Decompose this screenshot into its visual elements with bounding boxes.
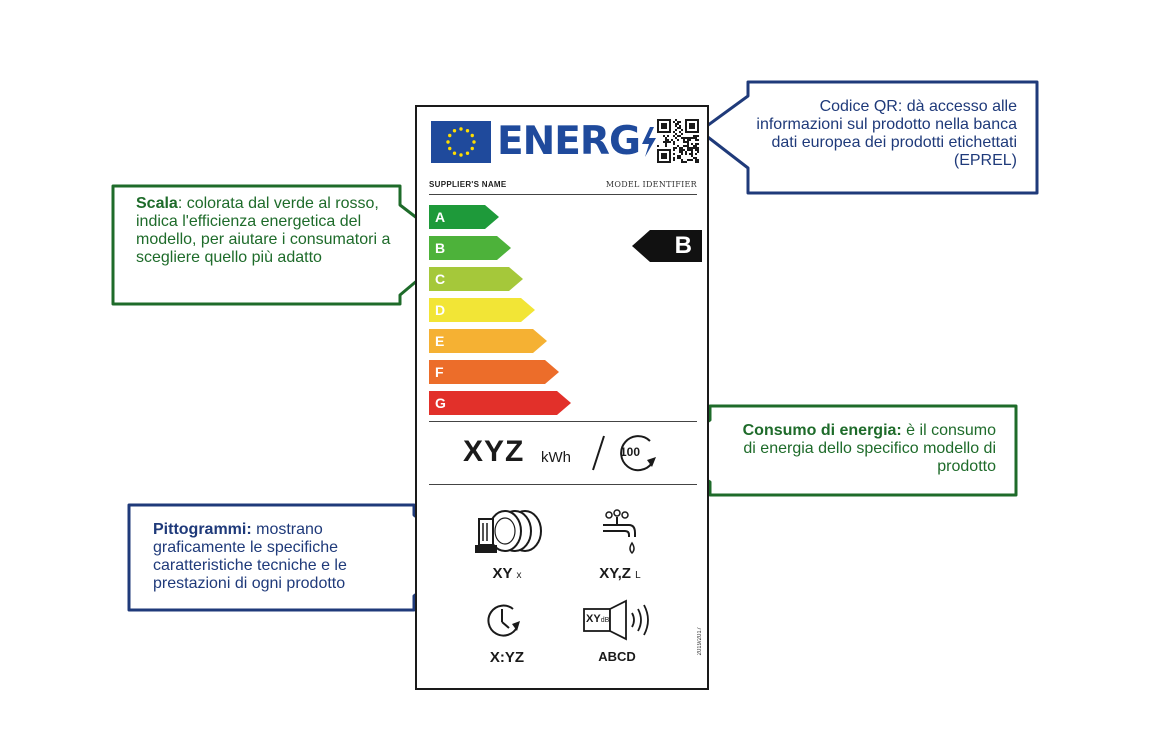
energy-logo: ENERG <box>497 119 658 165</box>
divider <box>429 484 697 485</box>
scale-callout-text: Scala: colorata dal verde al rosso, indi… <box>136 195 398 267</box>
duration-value: X:YZ <box>489 649 525 666</box>
noise-badge: XYdB <box>586 613 609 625</box>
qr-callout-text: Codice QR: dà accesso alle informazioni … <box>755 98 1017 170</box>
pictograms-callout-text: Pittogrammi: mostrano graficamente le sp… <box>153 521 398 593</box>
clock-icon <box>483 599 523 643</box>
scale-bar-b: B <box>429 236 511 260</box>
divider <box>429 194 697 195</box>
noise-badge-unit: dB <box>600 617 610 624</box>
pictograms-callout-body: mostrano graficamente le specifiche cara… <box>153 521 347 592</box>
cycles-value: 100 <box>620 445 641 459</box>
scale-bar-f: F <box>429 360 559 384</box>
dishes-icon <box>469 509 549 559</box>
energy-class-indicator: B <box>632 230 702 262</box>
dishes-value: XY x <box>467 565 547 582</box>
dishes-value-text: XY <box>492 565 513 582</box>
water-tap-icon <box>595 507 645 557</box>
speaker-noise-icon: XYdB <box>582 599 652 643</box>
slash-icon <box>592 435 605 471</box>
noise-class-value: ABCD <box>598 649 636 664</box>
water-value: XY,Z L <box>580 565 660 582</box>
scale-bar-d: D <box>429 298 535 322</box>
scale-bar-g: G <box>429 391 571 415</box>
regulation-code: 2019/2017 <box>697 627 703 656</box>
water-unit: L <box>635 570 641 581</box>
energy-callout-bold: Consumo di energia: <box>742 422 902 439</box>
energy-label: ENERG SUPPLIER'S NAME MODEL IDENTIFIER A… <box>415 105 709 690</box>
qr-callout-box <box>698 80 1039 195</box>
qr-callout-body: Codice QR: dà accesso alle informazioni … <box>756 98 1017 169</box>
energy-callout-text: Consumo di energia: è il consumo di ener… <box>740 422 996 476</box>
energy-consumption-value: XYZ <box>463 435 525 468</box>
scale-bar-a: A <box>429 205 499 229</box>
scale-bar-c: C <box>429 267 523 291</box>
pictograms-callout-bold: Pittogrammi: <box>153 521 252 538</box>
energy-consumption-unit: kWh <box>541 449 571 466</box>
divider <box>429 421 697 422</box>
qr-code-icon <box>657 119 699 163</box>
scale-callout-body: : colorata dal verde al rosso, indica l'… <box>136 195 391 266</box>
scale-bar-e: E <box>429 329 547 353</box>
water-value-text: XY,Z <box>599 565 631 582</box>
noise-badge-value: XY <box>586 613 601 625</box>
scale-callout-bold: Scala <box>136 195 178 212</box>
lightning-icon <box>641 127 656 157</box>
energy-callout-body: è il consumo di energia dello specifico … <box>743 422 996 475</box>
eu-flag-icon <box>431 121 491 163</box>
dishes-unit: x <box>516 570 522 581</box>
energy-logo-text: ENERG <box>497 119 641 164</box>
supplier-name: SUPPLIER'S NAME <box>429 180 507 189</box>
model-identifier: MODEL IDENTIFIER <box>605 180 697 189</box>
